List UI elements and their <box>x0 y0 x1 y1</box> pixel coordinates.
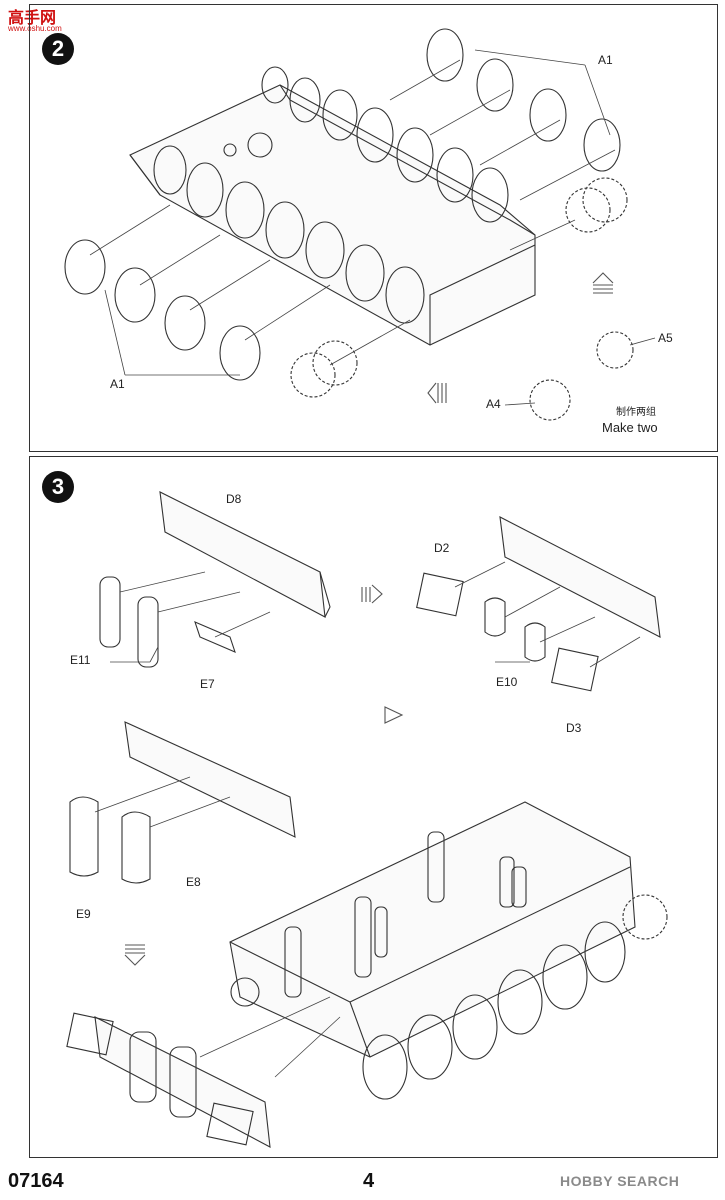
site-logo: 高手网 www.oshu.com <box>2 2 72 33</box>
e10-left <box>484 597 506 637</box>
label-e7: E7 <box>200 677 215 691</box>
orientation-arrow-down <box>124 944 146 966</box>
hull-road-wheels <box>230 894 668 1100</box>
step-2-illustration <box>64 28 656 421</box>
e11-cylinders <box>99 576 159 668</box>
step-2-number: 2 <box>42 33 74 65</box>
make-two-cn: 制作两组 <box>616 407 656 418</box>
hobby-search-watermark: HOBBY SEARCH <box>560 1173 680 1189</box>
e10-right <box>524 622 546 662</box>
rear-road-wheels <box>261 66 509 223</box>
step-3-panel: 3 <box>29 456 718 1158</box>
e8-part <box>121 811 151 884</box>
label-e9: E9 <box>76 907 91 921</box>
e9-part <box>69 796 99 877</box>
label-a1-top: A1 <box>598 53 613 67</box>
step-3-illustration <box>66 491 668 1148</box>
orientation-arrow-left <box>427 382 447 404</box>
front-road-wheels <box>153 145 425 324</box>
label-e8: E8 <box>186 875 201 889</box>
site-logo-text: 高手网 <box>8 10 57 27</box>
label-a5: A5 <box>658 331 673 345</box>
step-arrow-right <box>361 584 383 604</box>
step-2-panel: 2 <box>29 4 718 452</box>
label-a4: A4 <box>486 397 501 411</box>
label-a1-bottom: A1 <box>110 377 125 391</box>
make-two-en: Make two <box>602 420 658 435</box>
hull-posts <box>284 831 527 998</box>
a1-wheels-bottom <box>64 239 261 381</box>
label-d2: D2 <box>434 541 450 555</box>
d3-plate <box>551 647 599 692</box>
product-code: 07164 <box>8 1170 64 1192</box>
d2-plate <box>416 572 464 617</box>
label-e10: E10 <box>496 675 518 689</box>
label-d8: D8 <box>226 492 242 506</box>
site-logo-url: www.oshu.com <box>8 24 62 33</box>
label-d3: D3 <box>566 721 582 735</box>
label-e11: E11 <box>70 653 91 667</box>
sprockets <box>290 177 634 421</box>
e7-part <box>194 621 236 653</box>
a1-wheels-top <box>426 28 621 172</box>
step-arrow-diag <box>384 706 404 724</box>
orientation-arrow-up <box>592 272 614 294</box>
page-number: 4 <box>363 1170 375 1192</box>
step-3-number: 3 <box>42 471 74 503</box>
